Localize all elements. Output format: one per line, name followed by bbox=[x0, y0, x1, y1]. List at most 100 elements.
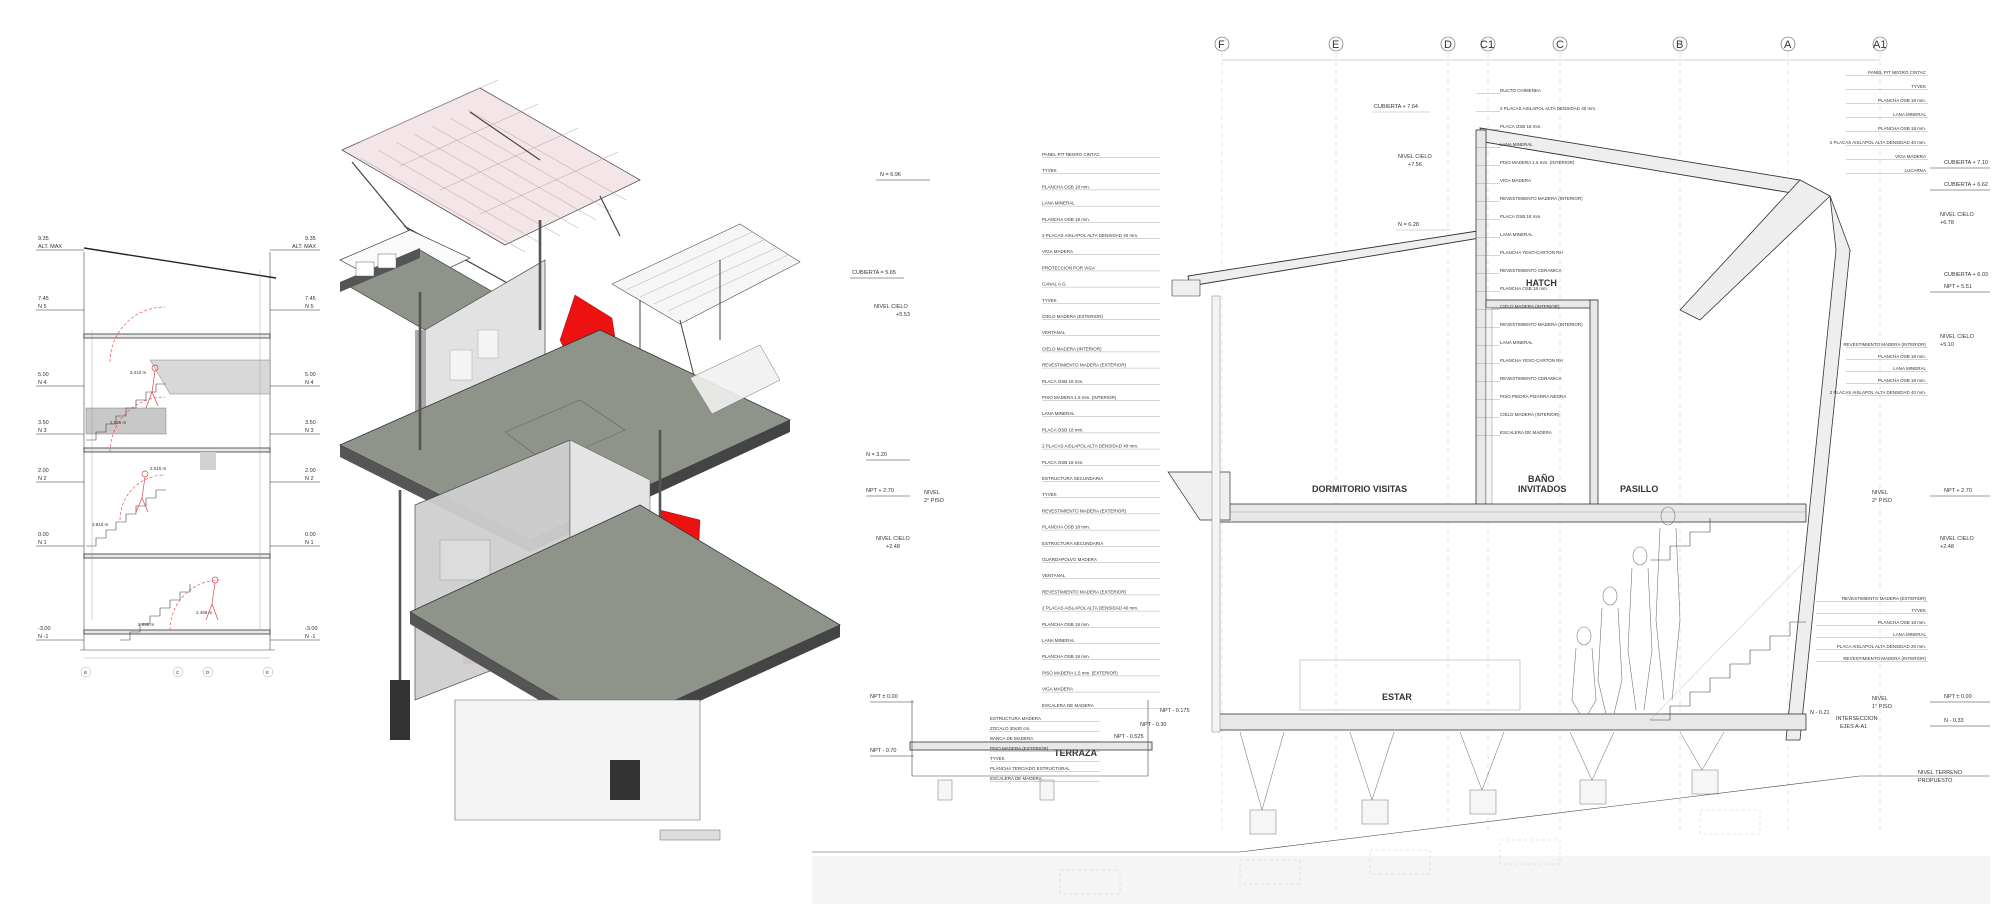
annotation-note: PANEL PIT NEGRO CINTAC bbox=[1042, 152, 1101, 157]
level-label: NIVEL bbox=[924, 490, 940, 496]
level-label: N 1 bbox=[305, 540, 314, 546]
annotation-note: PLANCHA OSB 18 mm. bbox=[1042, 525, 1090, 530]
annotation-note: PLANCHA OSB 18 mm. bbox=[1042, 622, 1090, 627]
annotation-note: PLACA OSB 18 mm. bbox=[1500, 124, 1542, 129]
annotation-note: PISO MADERA 1.5 mm. (EXTERIOR) bbox=[1042, 670, 1118, 675]
level-value: 2.00 bbox=[305, 468, 316, 474]
level-label: NIVEL CIELO bbox=[876, 536, 910, 542]
level-label: NIVEL CIELO bbox=[1940, 334, 1974, 340]
annotation-note: PLANCHA OSB 18 mm. bbox=[1878, 98, 1926, 103]
annotation-note: LANA MINERAL bbox=[1042, 411, 1075, 416]
annotation-note: DUCTO CHIMENEA bbox=[1500, 88, 1541, 93]
level-value: +7.56 bbox=[1408, 162, 1422, 168]
annotation-note: ESTRUCTURA MADERA bbox=[990, 716, 1041, 721]
left-levels-left: 9.35 ALT. MAX 7.45 N 5 5.00 N 4 3.50 N 3… bbox=[38, 236, 62, 640]
annotation-note: CIELO MADERA (INTERIOR) bbox=[1500, 304, 1560, 309]
annotation-note: 2 PLACAS AISLAPOL ALTA DENSIDAD 40 mm. bbox=[1042, 606, 1138, 611]
annotation-note: BANCA DE MADERA bbox=[990, 736, 1033, 741]
room-label: PASILLO bbox=[1620, 484, 1658, 494]
level-value: 0.00 bbox=[305, 532, 316, 538]
level-value: +5.53 bbox=[896, 312, 910, 318]
level-label: NPT - 0.175 bbox=[1160, 708, 1190, 714]
level-label: INTERSECCION bbox=[1836, 716, 1878, 722]
dimension-note: 3.515 m bbox=[110, 420, 127, 425]
level-label: NPT - 0.70 bbox=[870, 748, 897, 754]
level-label: NPT - 0.30 bbox=[1140, 722, 1167, 728]
level-label: N 2 bbox=[38, 476, 47, 482]
left-levels-right: 9.35 ALT. MAX 7.45 N 5 5.00 N 4 3.50 N 3… bbox=[292, 236, 318, 640]
annotation-note: 2 PLACAS AISLAPOL ALTA DENSIDAD 40 mm. bbox=[1830, 140, 1926, 145]
level-label: NIVEL CIELO bbox=[1940, 536, 1974, 542]
annotation-note: PISO MADERA 1.5 mm. (INTERIOR) bbox=[1500, 160, 1575, 165]
level-label: NPT ± 0.00 bbox=[1944, 694, 1972, 700]
dimension-note: 2.015 m bbox=[150, 466, 167, 471]
level-label: NPT + 5.51 bbox=[1944, 284, 1972, 290]
annotation-note: ESCALERA DE MADERA bbox=[1500, 430, 1552, 435]
annotation-note: PLANCHA OSB 18 mm. bbox=[1042, 184, 1090, 189]
notes-left-column: PANEL PIT NEGRO CINTAC TYVEK PLANCHA OSB 1… bbox=[1042, 152, 1160, 709]
annotation-note: PISO MADERA 1.5 mm. (INTERIOR) bbox=[1042, 395, 1117, 400]
annotation-note: VIGA MADERA bbox=[1895, 154, 1926, 159]
annotation-note: PLANCHA OSB 18 mm. bbox=[1878, 620, 1926, 625]
level-value: 9.35 bbox=[38, 236, 49, 242]
annotation-note: PANEL PIT NEGRO CINTAC bbox=[1868, 70, 1927, 75]
level-value: 2° PISO bbox=[924, 498, 945, 504]
level-label: N 5 bbox=[38, 304, 47, 310]
level-value: 5.00 bbox=[38, 372, 49, 378]
grid-axis-label: A1 bbox=[1873, 39, 1886, 51]
annotation-note: CIELO MADERA (EXTERIOR) bbox=[1042, 314, 1104, 319]
level-label: N 2 bbox=[305, 476, 314, 482]
room-label: BAÑO bbox=[1528, 474, 1555, 484]
annotation-note: PROTECCION POR VIGA bbox=[1042, 265, 1095, 270]
level-label: N -1 bbox=[38, 634, 48, 640]
dimension-note: 2.458 m bbox=[196, 610, 213, 615]
annotation-note: REVESTIMIENTO MADERA (INTERIOR) bbox=[1843, 656, 1926, 661]
left-grid-bubbles: B C D E bbox=[80, 666, 274, 678]
annotation-note: 2 PLACAS AISLAPOL ALTA DENSIDAD 40 mm. bbox=[1830, 390, 1926, 395]
room-label: HATCH bbox=[1526, 278, 1557, 288]
annotation-note: ESTRUCTURA SECUNDARIA bbox=[1042, 476, 1103, 481]
level-label: N - 0.33 bbox=[1944, 718, 1964, 724]
level-value: +6.78 bbox=[1940, 220, 1954, 226]
annotation-note: PLACA OSB 18 mm. bbox=[1042, 460, 1084, 465]
room-label: TERRAZA bbox=[1054, 748, 1097, 758]
annotation-note: LANA MINERAL bbox=[1500, 232, 1533, 237]
annotation-note: PLANCHA OSB 18 mm. bbox=[1042, 654, 1090, 659]
axonometric-view bbox=[339, 79, 841, 841]
level-label: N = 6.28 bbox=[1398, 222, 1419, 228]
annotation-note: TYVEK bbox=[1911, 84, 1926, 89]
level-value: 2.00 bbox=[38, 468, 49, 474]
annotation-note: REVESTIMIENTO CERAMICA bbox=[1500, 268, 1562, 273]
level-label: N = 6.96 bbox=[880, 172, 901, 178]
grid-axis-label: A bbox=[1784, 39, 1792, 51]
level-value: 2° PISO bbox=[1872, 498, 1893, 504]
level-value: 1° PISO bbox=[1872, 704, 1893, 710]
level-label: CUBIERTA + 7.10 bbox=[1944, 160, 1988, 166]
grid-axis-label: F bbox=[1218, 39, 1225, 51]
annotation-note: ZOCALO 30x30 cm. bbox=[990, 726, 1031, 731]
annotation-note: TYVEK bbox=[990, 756, 1005, 761]
level-value: 3.50 bbox=[305, 420, 316, 426]
annotation-note: PLACA OSB 18 mm. bbox=[1042, 427, 1084, 432]
annotation-note: PLANCHA YESO-CARTON RH bbox=[1500, 250, 1563, 255]
annotation-note: VIGA MADERA bbox=[1042, 687, 1073, 692]
annotation-note: LANA MINERAL bbox=[1042, 201, 1075, 206]
annotation-note: REVESTIMIENTO MADERA (EXTERIOR) bbox=[1042, 363, 1127, 368]
level-label: NIVEL CIELO bbox=[1940, 212, 1974, 218]
level-label: N = 3.20 bbox=[866, 452, 887, 458]
terrain-label: PROPUESTO bbox=[1918, 778, 1953, 784]
level-value: +5.10 bbox=[1940, 342, 1954, 348]
foundation-notes: ESTRUCTURA MADERA ZOCALO 30x30 cm. BANCA D… bbox=[990, 716, 1100, 782]
annotation-note: GUARDAPOLVO MADERA bbox=[1042, 557, 1097, 562]
annotation-note: CANAL A.G. bbox=[1042, 282, 1067, 287]
level-label: CUBIERTA + 7.64 bbox=[1374, 104, 1418, 110]
annotation-note: PLACA OSB 18 mm. bbox=[1500, 214, 1542, 219]
level-value: EJES A-A1 bbox=[1840, 724, 1867, 730]
annotation-note: TYVEK bbox=[1042, 492, 1057, 497]
grid-label: C bbox=[176, 670, 180, 675]
human-figure-icon bbox=[135, 364, 219, 621]
level-label: NIVEL CIELO bbox=[874, 304, 908, 310]
